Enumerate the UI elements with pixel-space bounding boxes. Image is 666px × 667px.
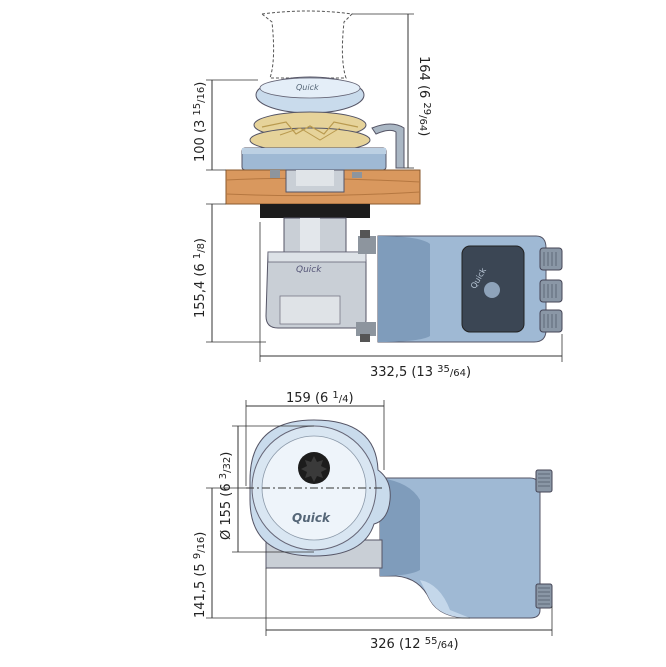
dimension-diameter-plan: Ø 155 (6 3/32) (218, 425, 314, 553)
dimension-label-164: 164 (6 29/64) (416, 56, 432, 136)
side-elevation-view: Quick (192, 10, 563, 380)
plan-view: Quick 159 (6 1/4) Ø 155 (6 3/32) (192, 390, 553, 652)
dimension-length-top: 332,5 (13 35/64) (259, 222, 563, 380)
dimension-height-plan: 141,5 (5 9/16) (192, 487, 470, 619)
gearbox: Quick (265, 230, 376, 342)
dimension-label-141-5: 141,5 (5 9/16) (192, 532, 208, 618)
dimension-drum-height: 164 (6 29/64) (352, 13, 432, 169)
dimension-under-deck: 155,4 (6 1/8) (192, 203, 266, 343)
deck-section (225, 169, 421, 205)
dimension-label-155-4: 155,4 (6 1/8) (192, 238, 208, 318)
dimension-label-159: 159 (6 1/4) (286, 390, 354, 406)
dimension-gypsy-height: 100 (3 15/16) (192, 79, 258, 171)
gearbox-logo: Quick (296, 265, 322, 275)
dimension-width-plan: 159 (6 1/4) (245, 390, 385, 486)
motor-housing: Quick (377, 235, 563, 343)
plan-cable-glands (535, 469, 553, 609)
optional-capstan-outline (260, 10, 354, 79)
dimension-length-plan: 326 (12 55/64) (265, 568, 553, 652)
plan-drum: Quick (246, 419, 391, 557)
plan-drum-logo: Quick (292, 511, 331, 525)
chain-stripper (371, 123, 405, 169)
gypsy-chain-wheel (249, 111, 371, 153)
dimension-label-155: Ø 155 (6 3/32) (218, 452, 234, 540)
drum-cap-logo: Quick (296, 83, 319, 92)
cable-glands (539, 247, 563, 333)
dimension-label-326: 326 (12 55/64) (370, 636, 459, 652)
dimension-label-332-5: 332,5 (13 35/64) (370, 364, 471, 380)
dimension-label-100: 100 (3 15/16) (192, 82, 208, 162)
deck-gasket (260, 204, 370, 218)
